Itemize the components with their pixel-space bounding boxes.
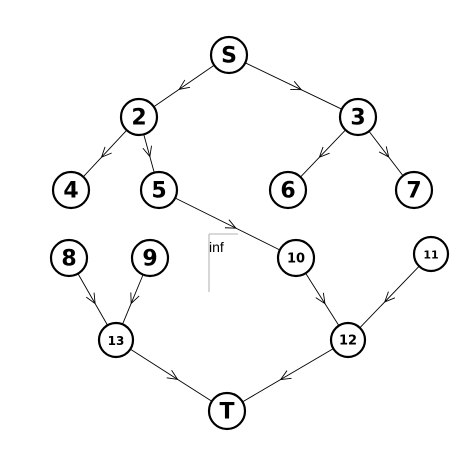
node-T: T — [207, 391, 247, 431]
node-label: 4 — [63, 179, 78, 204]
edge-8-13 — [77, 273, 108, 326]
edge-line — [245, 62, 342, 110]
node-circle — [209, 35, 249, 75]
edge-2-5 — [142, 134, 155, 173]
edge-9-13 — [122, 274, 144, 325]
edge-5-10 — [174, 197, 281, 251]
node-label: 7 — [406, 179, 421, 204]
edge-S-3 — [245, 62, 342, 110]
arrowhead-icon — [315, 292, 326, 305]
edge-line — [82, 129, 128, 178]
node-circle — [338, 97, 378, 137]
edge-S-2 — [153, 64, 215, 108]
edge-line — [300, 129, 346, 178]
edge-line — [305, 272, 340, 326]
node-label: 12 — [339, 334, 357, 349]
node-circle — [97, 321, 135, 359]
edge-line — [242, 348, 334, 403]
edges-layer — [77, 62, 420, 403]
edge-3-6 — [300, 129, 346, 178]
edge-line — [174, 197, 281, 251]
node-13: 13 — [97, 321, 135, 359]
node-circle — [139, 170, 179, 210]
arrowhead-icon — [279, 370, 292, 381]
node-circle — [276, 238, 316, 278]
node-circle — [119, 97, 159, 137]
nodes-layer: S 2 3 4 5 6 7 8 9 10 11 12 13T — [49, 35, 450, 431]
node-circle — [268, 170, 308, 210]
arrowhead-icon — [290, 81, 303, 91]
node-10: 10 — [276, 238, 316, 278]
node-label: 11 — [423, 249, 438, 262]
node-7: 7 — [394, 170, 434, 210]
edge-13-T — [130, 348, 213, 402]
node-circle — [207, 391, 247, 431]
arrowhead-icon — [178, 79, 191, 90]
arrowhead-icon — [383, 291, 396, 303]
node-3: 3 — [338, 97, 378, 137]
node-6: 6 — [268, 170, 308, 210]
node-label: 9 — [142, 247, 157, 272]
edge-line — [77, 273, 108, 326]
node-S: S — [209, 35, 249, 75]
edge-line — [130, 348, 213, 402]
node-4: 4 — [51, 170, 91, 210]
arrowhead-icon — [130, 292, 140, 305]
node-circle — [51, 170, 91, 210]
node-circle — [412, 235, 450, 273]
node-2: 2 — [119, 97, 159, 137]
arrowhead-icon — [100, 146, 112, 159]
node-label: 6 — [280, 179, 295, 204]
node-label: 13 — [108, 334, 125, 348]
node-label: S — [221, 44, 237, 69]
edge-line — [143, 134, 155, 173]
edge-10-12 — [305, 272, 340, 326]
node-8: 8 — [49, 238, 89, 278]
arrowhead-icon — [142, 145, 152, 158]
node-circle — [329, 321, 367, 359]
node-9: 9 — [130, 238, 170, 278]
node-5: 5 — [139, 170, 179, 210]
annotation-layer: inf — [208, 233, 238, 292]
arrowhead-icon — [378, 146, 390, 158]
node-label: 5 — [151, 179, 166, 204]
edge-3-7 — [368, 131, 404, 176]
node-12: 12 — [329, 321, 367, 359]
edge-line — [122, 274, 144, 325]
node-label: T — [219, 400, 234, 425]
node-label: 3 — [350, 106, 365, 131]
node-label: 8 — [61, 247, 76, 272]
arrowhead-icon — [166, 369, 179, 380]
edge-12-T — [242, 348, 334, 403]
edge-capacity-label: inf — [209, 239, 224, 255]
node-label: 2 — [131, 106, 146, 131]
node-circle — [49, 238, 89, 278]
node-circle — [130, 238, 170, 278]
edge-2-4 — [82, 129, 128, 178]
arrowhead-icon — [85, 292, 96, 305]
edge-line — [153, 64, 215, 108]
edge-line — [368, 131, 404, 176]
node-11: 11 — [412, 235, 450, 273]
node-label: 10 — [287, 252, 305, 267]
arrowhead-icon — [224, 219, 237, 229]
edge-11-12 — [359, 265, 420, 329]
arrowhead-icon — [318, 146, 330, 159]
node-circle — [394, 170, 434, 210]
edge-line — [359, 265, 420, 329]
